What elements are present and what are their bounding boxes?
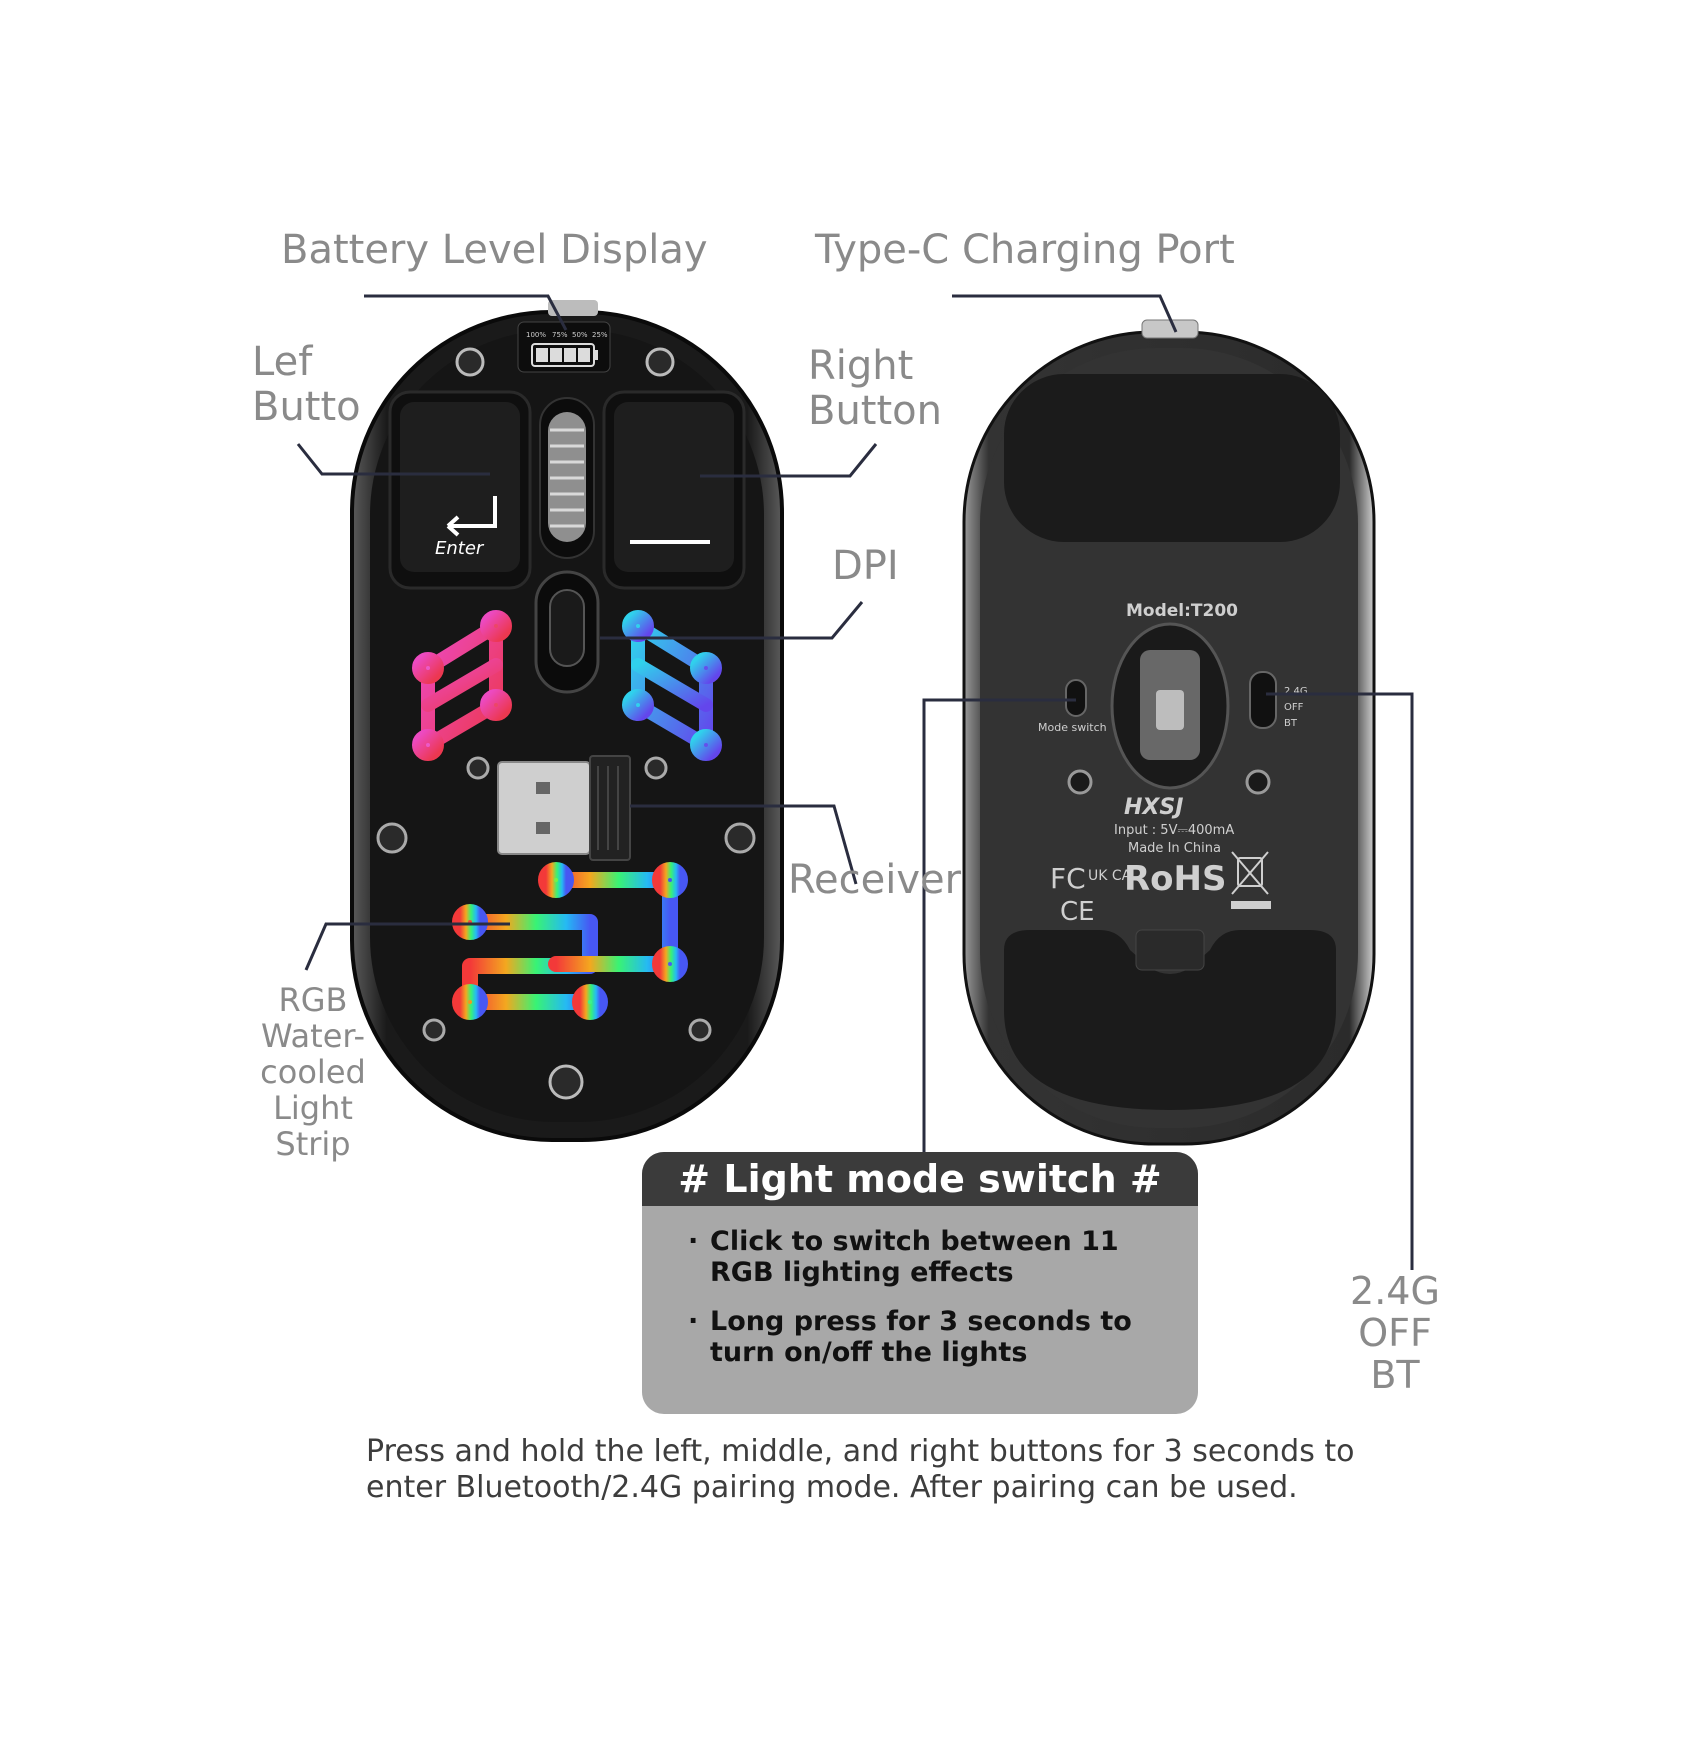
mouse-bottom-view: Model:T200 Mode switch 2.4G OFF BT HXSJ … (962, 319, 1376, 1146)
pairing-instructions-line2: enter Bluetooth/2.4G pairing mode. After… (366, 1470, 1298, 1505)
callout-dpi: DPI (832, 543, 899, 589)
callout-switch-line2: OFF (1358, 1311, 1432, 1355)
svg-text:50%: 50% (572, 331, 588, 339)
callout-right-button-line1: Right (808, 343, 914, 389)
bullet-dot: · (688, 1226, 699, 1257)
svg-text:25%: 25% (592, 331, 608, 339)
svg-text:OFF: OFF (1284, 702, 1304, 713)
svg-text:RoHS: RoHS (1124, 859, 1226, 899)
callout-connection-switch: 2.4G OFF BT (1340, 1270, 1450, 1396)
left-button: Enter (388, 390, 532, 590)
light-mode-panel-title: # Light mode switch # (642, 1152, 1198, 1206)
svg-text:Enter: Enter (435, 538, 485, 559)
scroll-wheel (539, 397, 595, 559)
svg-text:Mode switch: Mode switch (1038, 721, 1107, 734)
light-mode-panel: # Light mode switch # · Click to switch … (642, 1152, 1198, 1414)
callout-left-button: Lef Butto (252, 340, 361, 430)
light-mode-bullet-text: Click to switch between 11 RGB lighting … (710, 1226, 1119, 1288)
svg-text:Input : 5V⎓400mA: Input : 5V⎓400mA (1114, 823, 1234, 838)
svg-text:100%: 100% (526, 331, 546, 339)
callout-receiver: Receiver (788, 857, 962, 903)
weee-bin-icon (1231, 851, 1271, 909)
svg-text:FC: FC (1050, 862, 1086, 895)
callout-switch-line3: BT (1370, 1353, 1420, 1397)
callout-type-c-charging-port: Type-C Charging Port (815, 227, 1235, 273)
light-mode-bullet-text: Long press for 3 seconds to turn on/off … (710, 1306, 1132, 1368)
usb-receiver (497, 755, 631, 861)
callout-rgb-line4: Light (273, 1089, 353, 1127)
dpi-button (534, 570, 600, 694)
svg-text:HXSJ: HXSJ (1124, 795, 1183, 820)
light-mode-panel-body: · Click to switch between 11 RGB lightin… (642, 1206, 1198, 1368)
rgb-strip-blue (622, 610, 722, 761)
callout-left-button-line1: Lef (252, 339, 313, 385)
light-mode-bullet: · Long press for 3 seconds to turn on/of… (688, 1306, 1168, 1368)
rgb-strip-pink (412, 610, 512, 761)
light-mode-bullet: · Click to switch between 11 RGB lightin… (688, 1226, 1168, 1288)
callout-left-button-line2: Butto (252, 383, 361, 430)
pairing-instructions: Press and hold the left, middle, and rig… (366, 1434, 1466, 1506)
right-button (602, 390, 746, 590)
svg-text:BT: BT (1284, 718, 1298, 729)
pairing-instructions-line1: Press and hold the left, middle, and rig… (366, 1434, 1355, 1469)
callout-rgb-line2: Water- (260, 1017, 366, 1055)
svg-text:Model:T200: Model:T200 (1126, 601, 1238, 621)
battery-level-display (517, 321, 611, 373)
callout-rgb-line5: Strip (275, 1125, 351, 1163)
mouse-top-view: 100% 75% 50% 25% Enter (350, 300, 784, 1142)
callout-rgb-light-strip: RGB Water- cooled Light Strip (240, 982, 386, 1162)
svg-text:UK CA: UK CA (1088, 868, 1132, 884)
svg-text:CE: CE (1060, 897, 1095, 927)
bullet-dot: · (688, 1306, 699, 1337)
rgb-strip-rainbow (452, 862, 688, 1020)
callout-battery-level-display: Battery Level Display (281, 227, 708, 273)
svg-text:2.4G: 2.4G (1284, 686, 1308, 697)
callout-right-button-line2: Button (808, 387, 942, 434)
callout-rgb-line3: cooled (260, 1053, 366, 1091)
callout-rgb-line1: RGB (278, 981, 348, 1019)
callout-switch-line1: 2.4G (1350, 1269, 1440, 1313)
leader-lines (296, 294, 1414, 1270)
svg-text:Made In China: Made In China (1128, 841, 1221, 856)
callout-right-button: Right Button (808, 344, 942, 434)
svg-text:75%: 75% (552, 331, 568, 339)
